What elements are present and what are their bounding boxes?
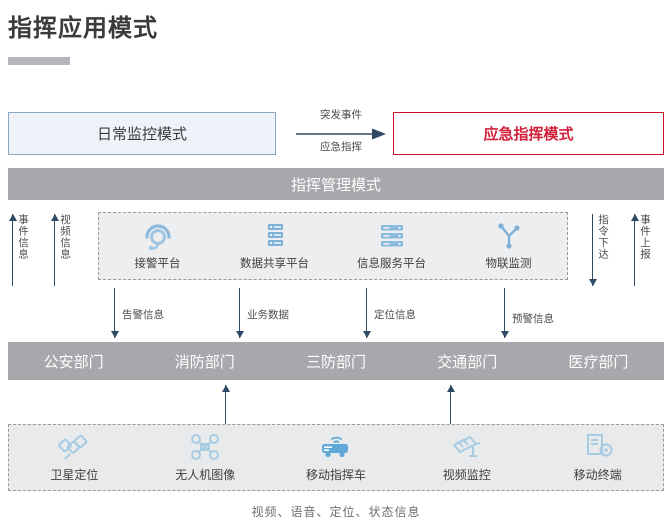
normal-mode-label: 日常监控模式 bbox=[96, 126, 187, 143]
left-arrow-video-info: 视频信息 bbox=[50, 214, 72, 286]
flow-label-3: 预警信息 bbox=[512, 313, 554, 325]
device-label-4: 移动终端 bbox=[573, 468, 622, 482]
emergency-command-mode-box[interactable]: 应急指挥模式 bbox=[393, 112, 664, 155]
up-arrow-icon bbox=[50, 214, 59, 286]
flow-down-arrow-1 bbox=[235, 288, 244, 338]
device-label-2: 移动指挥车 bbox=[305, 468, 366, 482]
flow-down-arrow-0 bbox=[110, 288, 119, 338]
database-stack-icon bbox=[260, 222, 290, 250]
up-arrow-icon bbox=[630, 214, 639, 286]
command-management-bar: 指挥管理模式 bbox=[8, 168, 664, 200]
flow-label-0: 告警信息 bbox=[122, 309, 164, 321]
department-item-public-security[interactable]: 公安部门 bbox=[43, 353, 104, 371]
flow-label-1: 业务数据 bbox=[247, 309, 289, 321]
server-rack-icon bbox=[376, 222, 408, 250]
department-item-fire[interactable]: 消防部门 bbox=[174, 353, 235, 371]
platform-item-data-sharing[interactable]: 数据共享平台 bbox=[216, 222, 333, 271]
device-up-arrow-right bbox=[446, 385, 455, 425]
device-item-video-surveillance[interactable]: 视频监控 bbox=[401, 432, 532, 483]
normal-monitoring-mode-box[interactable]: 日常监控模式 bbox=[8, 112, 276, 155]
headset-alarm-icon bbox=[143, 222, 173, 250]
device-label-0: 卫星定位 bbox=[50, 468, 99, 482]
platform-label-3: 物联监测 bbox=[485, 257, 532, 270]
cctv-camera-icon bbox=[450, 432, 484, 462]
device-item-command-vehicle[interactable]: 移动指挥车 bbox=[271, 432, 402, 483]
right-arrow-label-1: 事件上报 bbox=[639, 214, 652, 260]
right-arrow-event-report: 事件上报 bbox=[630, 214, 652, 286]
department-item-three-defenses[interactable]: 三防部门 bbox=[306, 353, 367, 371]
iot-node-icon bbox=[495, 222, 523, 250]
right-arrow-command-dispatch: 指令下达 bbox=[588, 214, 610, 286]
device-panel: 卫星定位 无人机图像 bbox=[8, 424, 664, 491]
platform-panel: 接警平台 数据共享平台 bbox=[98, 212, 568, 280]
left-arrow-event-info: 事件信息 bbox=[8, 214, 30, 286]
flow-down-arrow-3 bbox=[500, 288, 509, 338]
platform-label-2: 信息服务平台 bbox=[357, 257, 426, 270]
platform-item-info-service[interactable]: 信息服务平台 bbox=[333, 222, 450, 271]
platform-label-1: 数据共享平台 bbox=[240, 257, 309, 270]
title-underline-rule bbox=[8, 57, 70, 65]
mode-transition-arrow-icon bbox=[296, 125, 386, 143]
right-arrow-label-0: 指令下达 bbox=[597, 214, 610, 260]
device-label-1: 无人机图像 bbox=[175, 468, 236, 482]
mobile-terminal-icon bbox=[582, 432, 614, 462]
flow-down-arrow-2 bbox=[362, 288, 371, 338]
platform-item-iot-monitoring[interactable]: 物联监测 bbox=[450, 222, 567, 271]
left-arrow-label-0: 事件信息 bbox=[17, 214, 30, 260]
command-management-label: 指挥管理模式 bbox=[290, 176, 381, 194]
footer-note: 视频、语音、定位、状态信息 bbox=[251, 505, 421, 519]
department-item-transport[interactable]: 交通部门 bbox=[437, 353, 498, 371]
device-item-satellite-positioning[interactable]: 卫星定位 bbox=[9, 432, 140, 483]
transition-label-top: 突发事件 bbox=[320, 109, 362, 121]
departments-bar: 公安部门 消防部门 三防部门 交通部门 医疗部门 bbox=[8, 342, 664, 380]
platform-label-0: 接警平台 bbox=[134, 257, 181, 270]
flow-label-2: 定位信息 bbox=[374, 309, 416, 321]
down-arrow-icon bbox=[588, 214, 597, 286]
department-item-medical[interactable]: 医疗部门 bbox=[568, 353, 629, 371]
transition-label-bottom: 应急指挥 bbox=[320, 141, 362, 153]
platform-item-alarm-receiving[interactable]: 接警平台 bbox=[99, 222, 216, 271]
command-vehicle-icon bbox=[318, 432, 354, 462]
device-item-drone-imaging[interactable]: 无人机图像 bbox=[140, 432, 271, 483]
device-up-arrow-left bbox=[221, 385, 230, 425]
device-label-3: 视频监控 bbox=[442, 468, 491, 482]
emergency-mode-label: 应急指挥模式 bbox=[483, 126, 574, 143]
up-arrow-icon bbox=[8, 214, 17, 286]
satellite-icon bbox=[58, 432, 90, 462]
device-item-mobile-terminal[interactable]: 移动终端 bbox=[532, 432, 663, 483]
left-arrow-label-1: 视频信息 bbox=[59, 214, 72, 260]
page-title: 指挥应用模式 bbox=[8, 15, 158, 42]
drone-icon bbox=[189, 432, 221, 462]
